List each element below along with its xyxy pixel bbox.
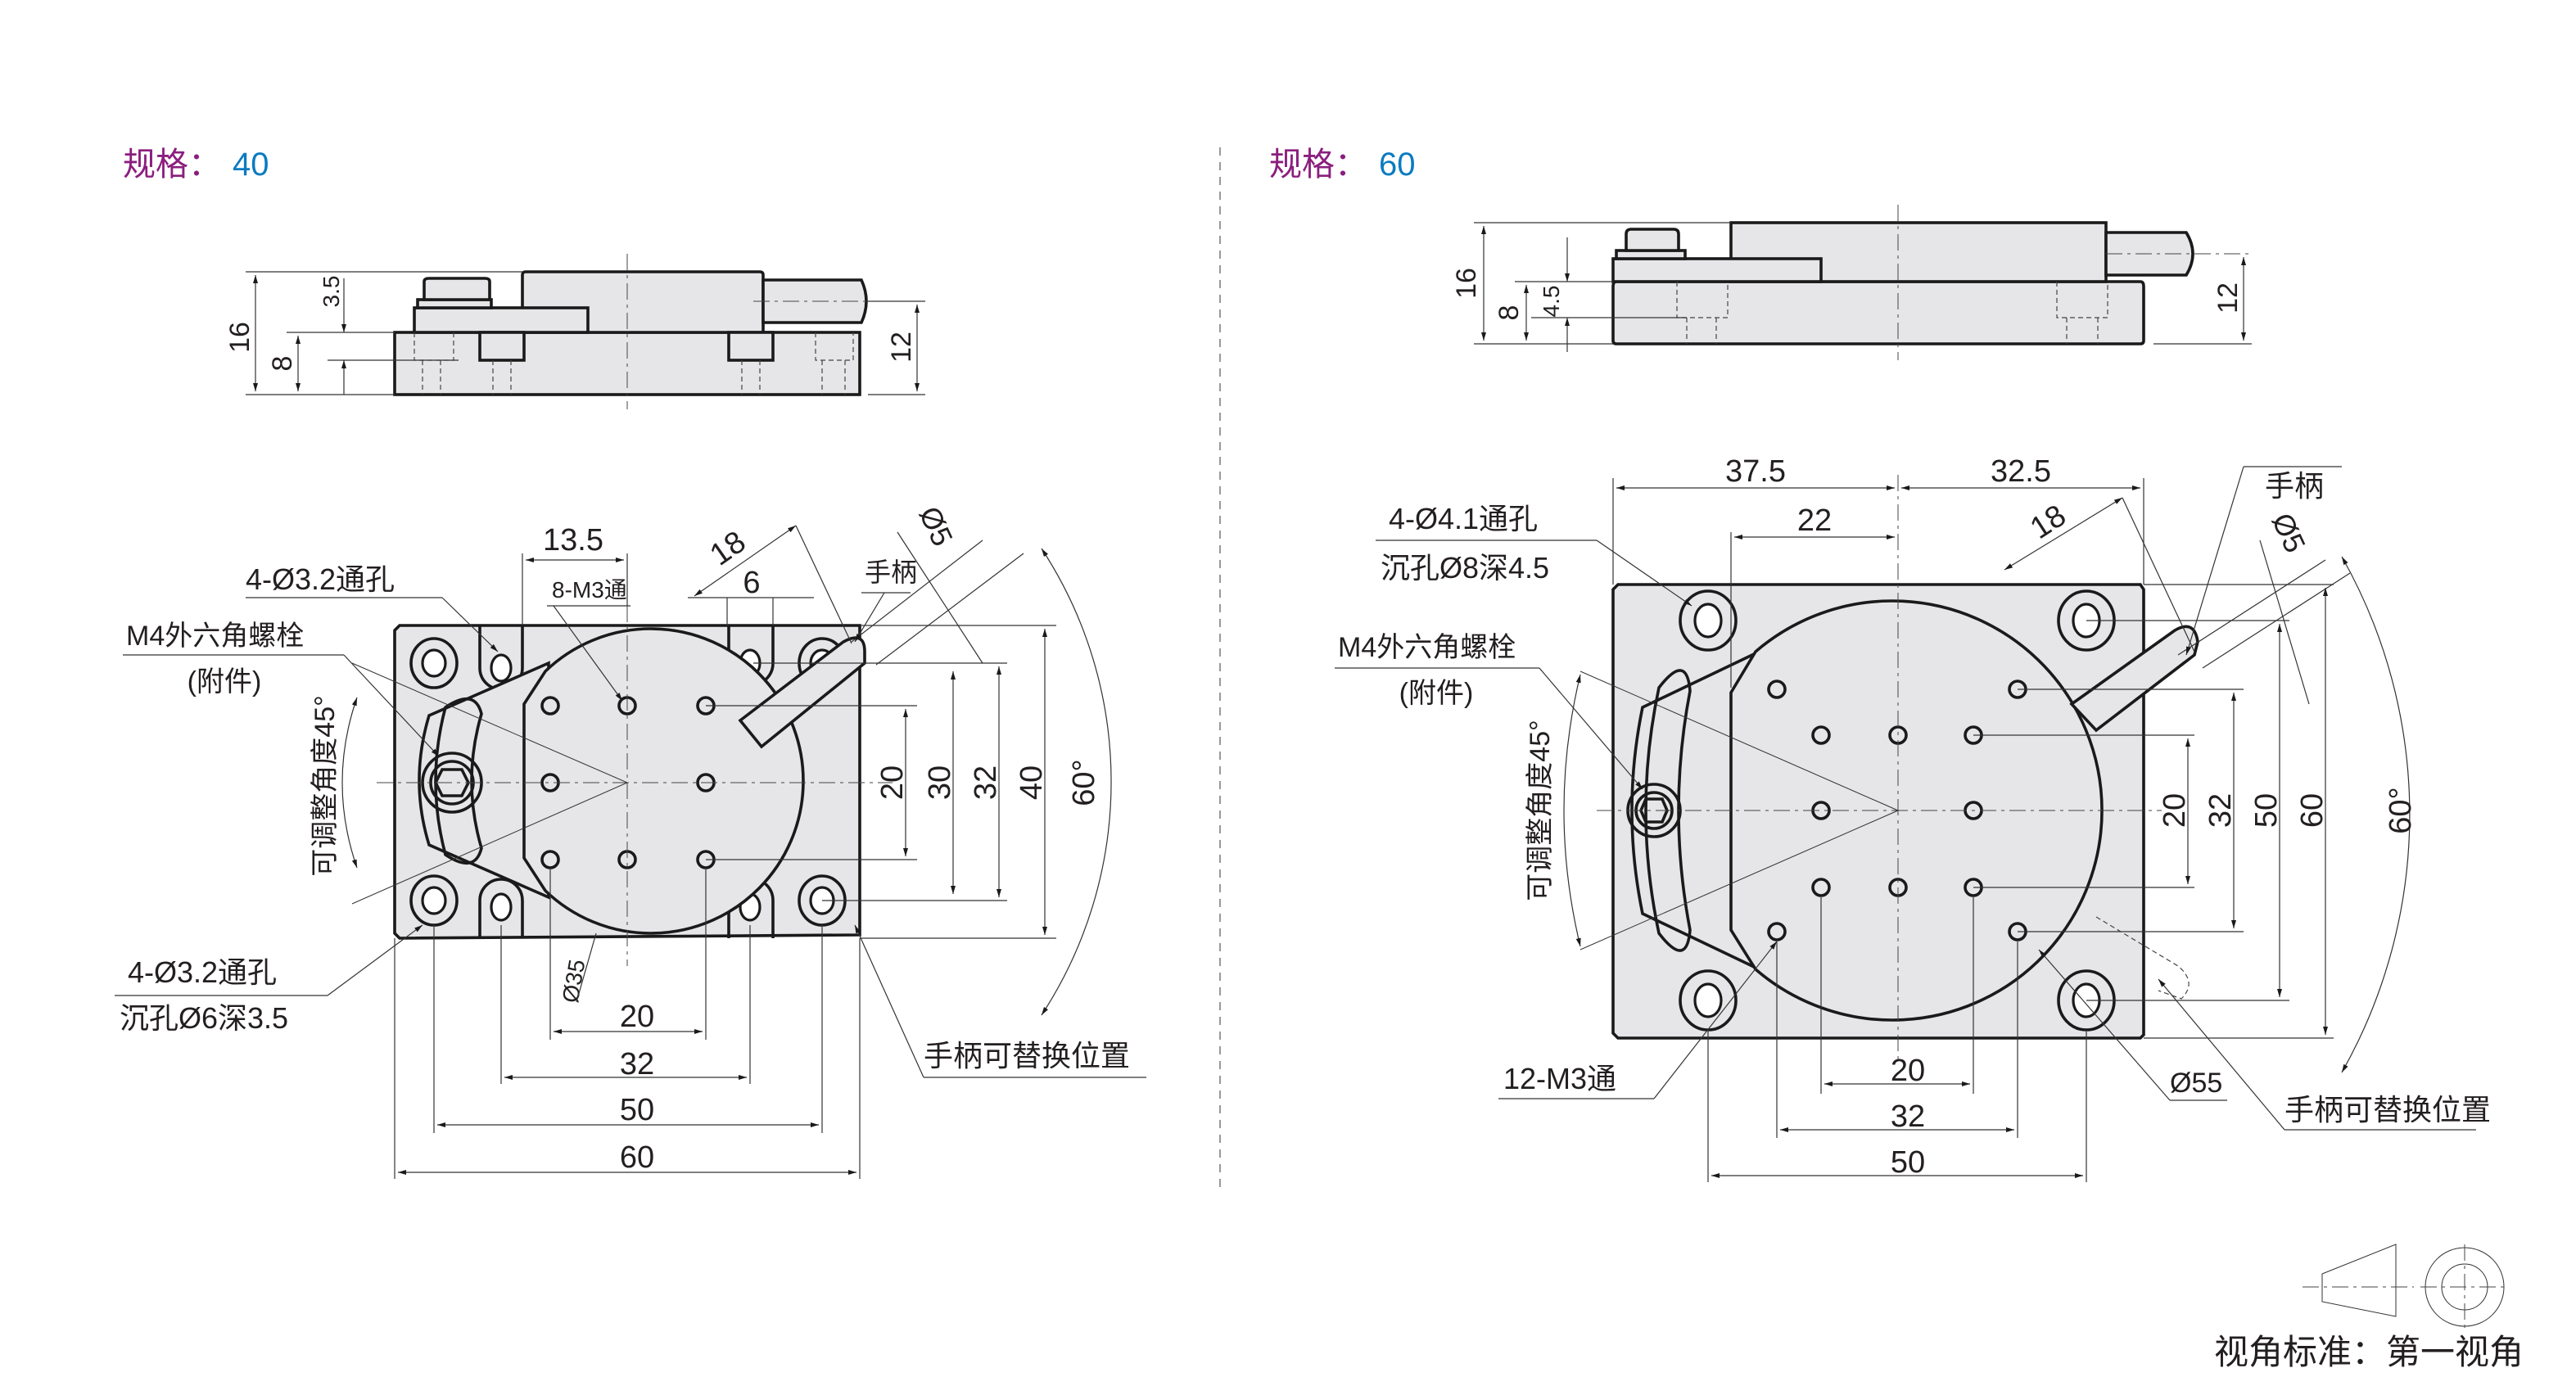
left-side-clamp-plate bbox=[413, 306, 590, 334]
left-dim-8: 8 bbox=[267, 356, 298, 372]
right-callout-bolt-2: (附件) bbox=[1399, 678, 1474, 709]
right-dim-phi55: Ø55 bbox=[2170, 1068, 2222, 1099]
left-dim-angle-60: 60° bbox=[1067, 759, 1101, 806]
right-title: 规格： 60 bbox=[1269, 147, 1416, 183]
right-dim-8: 8 bbox=[1494, 305, 1525, 321]
left-dim-h-60: 60 bbox=[620, 1140, 654, 1175]
left-dim-16: 16 bbox=[224, 322, 255, 353]
left-side-view: 16 8 3.5 12 bbox=[224, 254, 925, 409]
right-dim-v-32: 32 bbox=[2203, 793, 2238, 828]
left-callout-through-holes: 4-Ø3.2通孔 bbox=[246, 562, 395, 596]
right-top-view: 37.5 32.5 22 18 Ø5 20 32 50 60 60° bbox=[1335, 454, 2491, 1182]
right-callout-m3: 12-M3通 bbox=[1503, 1062, 1616, 1095]
right-side-bolt-head bbox=[1625, 228, 1680, 252]
left-top-view: 20 30 32 40 60° 20 32 50 60 13.5 6 18 bbox=[115, 501, 1146, 1179]
left-slot-bottom-left bbox=[478, 878, 524, 938]
left-dim-v-40: 40 bbox=[1015, 765, 1049, 800]
left-dim-13-5: 13.5 bbox=[543, 523, 603, 558]
left-side-slot-right bbox=[727, 331, 775, 362]
left-callout-bolt-1: M4外六角螺栓 bbox=[126, 621, 304, 652]
left-callout-m3: 8-M3通 bbox=[552, 577, 627, 603]
left-callout-handle: 手柄 bbox=[865, 558, 917, 587]
right-dim-h-32: 32 bbox=[1891, 1099, 1925, 1134]
right-callout-cbore-2: 沉孔Ø8深4.5 bbox=[1381, 551, 1549, 585]
left-dim-h-20: 20 bbox=[620, 1000, 654, 1034]
right-dim-32-5: 32.5 bbox=[1991, 454, 2051, 489]
projection-label: 视角标准：第一视角 bbox=[2214, 1333, 2524, 1371]
left-side-hidden-lines bbox=[414, 332, 854, 395]
left-title-value: 40 bbox=[233, 147, 269, 183]
left-clamp-plate bbox=[418, 661, 550, 900]
left-dim-h-50: 50 bbox=[620, 1093, 654, 1127]
left-callout-bolt-2: (附件) bbox=[188, 666, 262, 698]
left-side-bolt-head bbox=[423, 277, 491, 301]
frustum-side-icon bbox=[2321, 1244, 2397, 1317]
right-dim-22: 22 bbox=[1797, 503, 1832, 538]
right-side-view: 16 8 4.5 12 bbox=[1451, 205, 2252, 360]
right-dim-37-5: 37.5 bbox=[1725, 454, 1786, 489]
left-title-label: 规格： bbox=[123, 147, 221, 183]
right-callout-cbore-1: 4-Ø4.1通孔 bbox=[1389, 502, 1538, 535]
left-dim-phi5: Ø5 bbox=[913, 501, 960, 551]
right-side-hidden-lines bbox=[1676, 282, 2108, 344]
right-callout-handle: 手柄 bbox=[2265, 469, 2324, 503]
left-callout-angle: 可调整角度45° bbox=[310, 695, 341, 876]
right-dim-v-60: 60 bbox=[2295, 793, 2330, 828]
right-dim-h-50: 50 bbox=[1891, 1145, 1925, 1180]
right-dim-12: 12 bbox=[2212, 282, 2244, 314]
right-dim-angle-60: 60° bbox=[2384, 787, 2418, 833]
left-dim-phi35: Ø35 bbox=[558, 958, 590, 1005]
right-dim-phi5: Ø5 bbox=[2266, 508, 2312, 558]
left-handle bbox=[738, 636, 866, 749]
projection-symbol: 视角标准：第一视角 bbox=[2214, 1244, 2524, 1371]
right-dim-18: 18 bbox=[2024, 499, 2072, 546]
left-dim-v-30: 30 bbox=[923, 765, 957, 800]
right-dim-4-5: 4.5 bbox=[1539, 286, 1564, 318]
right-dim-h-20: 20 bbox=[1891, 1054, 1925, 1088]
left-side-slot-left bbox=[478, 331, 526, 362]
left-dim-3-5: 3.5 bbox=[319, 276, 344, 308]
left-dim-6: 6 bbox=[743, 566, 760, 600]
right-dim-v-20: 20 bbox=[2158, 793, 2192, 828]
right-title-label: 规格： bbox=[1269, 147, 1367, 183]
right-title-value: 60 bbox=[1379, 147, 1416, 183]
right-side-base bbox=[1611, 280, 2145, 345]
right-rotary-disk bbox=[1729, 599, 2104, 1022]
left-title: 规格： 40 bbox=[123, 147, 269, 183]
left-callout-handle-alt: 手柄可替换位置 bbox=[924, 1039, 1130, 1072]
left-dim-v-32: 32 bbox=[969, 765, 1003, 800]
right-handle bbox=[2069, 625, 2199, 733]
right-callout-bolt-1: M4外六角螺栓 bbox=[1338, 632, 1516, 663]
left-callout-cbore-1: 4-Ø3.2通孔 bbox=[128, 955, 277, 989]
right-side-clamp-plate bbox=[1611, 257, 1823, 283]
left-callout-cbore-2: 沉孔Ø6深3.5 bbox=[120, 1001, 288, 1035]
right-handle-alt-outline bbox=[2095, 916, 2190, 1000]
right-callout-handle-alt: 手柄可替换位置 bbox=[2285, 1093, 2491, 1126]
left-dim-12: 12 bbox=[886, 332, 917, 363]
left-arc-slot bbox=[434, 697, 483, 865]
left-rotary-disk bbox=[522, 627, 805, 935]
left-dim-h-32: 32 bbox=[620, 1047, 654, 1081]
left-dim-v-20: 20 bbox=[875, 765, 910, 800]
right-callout-angle: 可调整角度45° bbox=[1525, 720, 1556, 901]
right-dim-16: 16 bbox=[1451, 268, 1482, 299]
right-dim-v-50: 50 bbox=[2249, 793, 2284, 828]
